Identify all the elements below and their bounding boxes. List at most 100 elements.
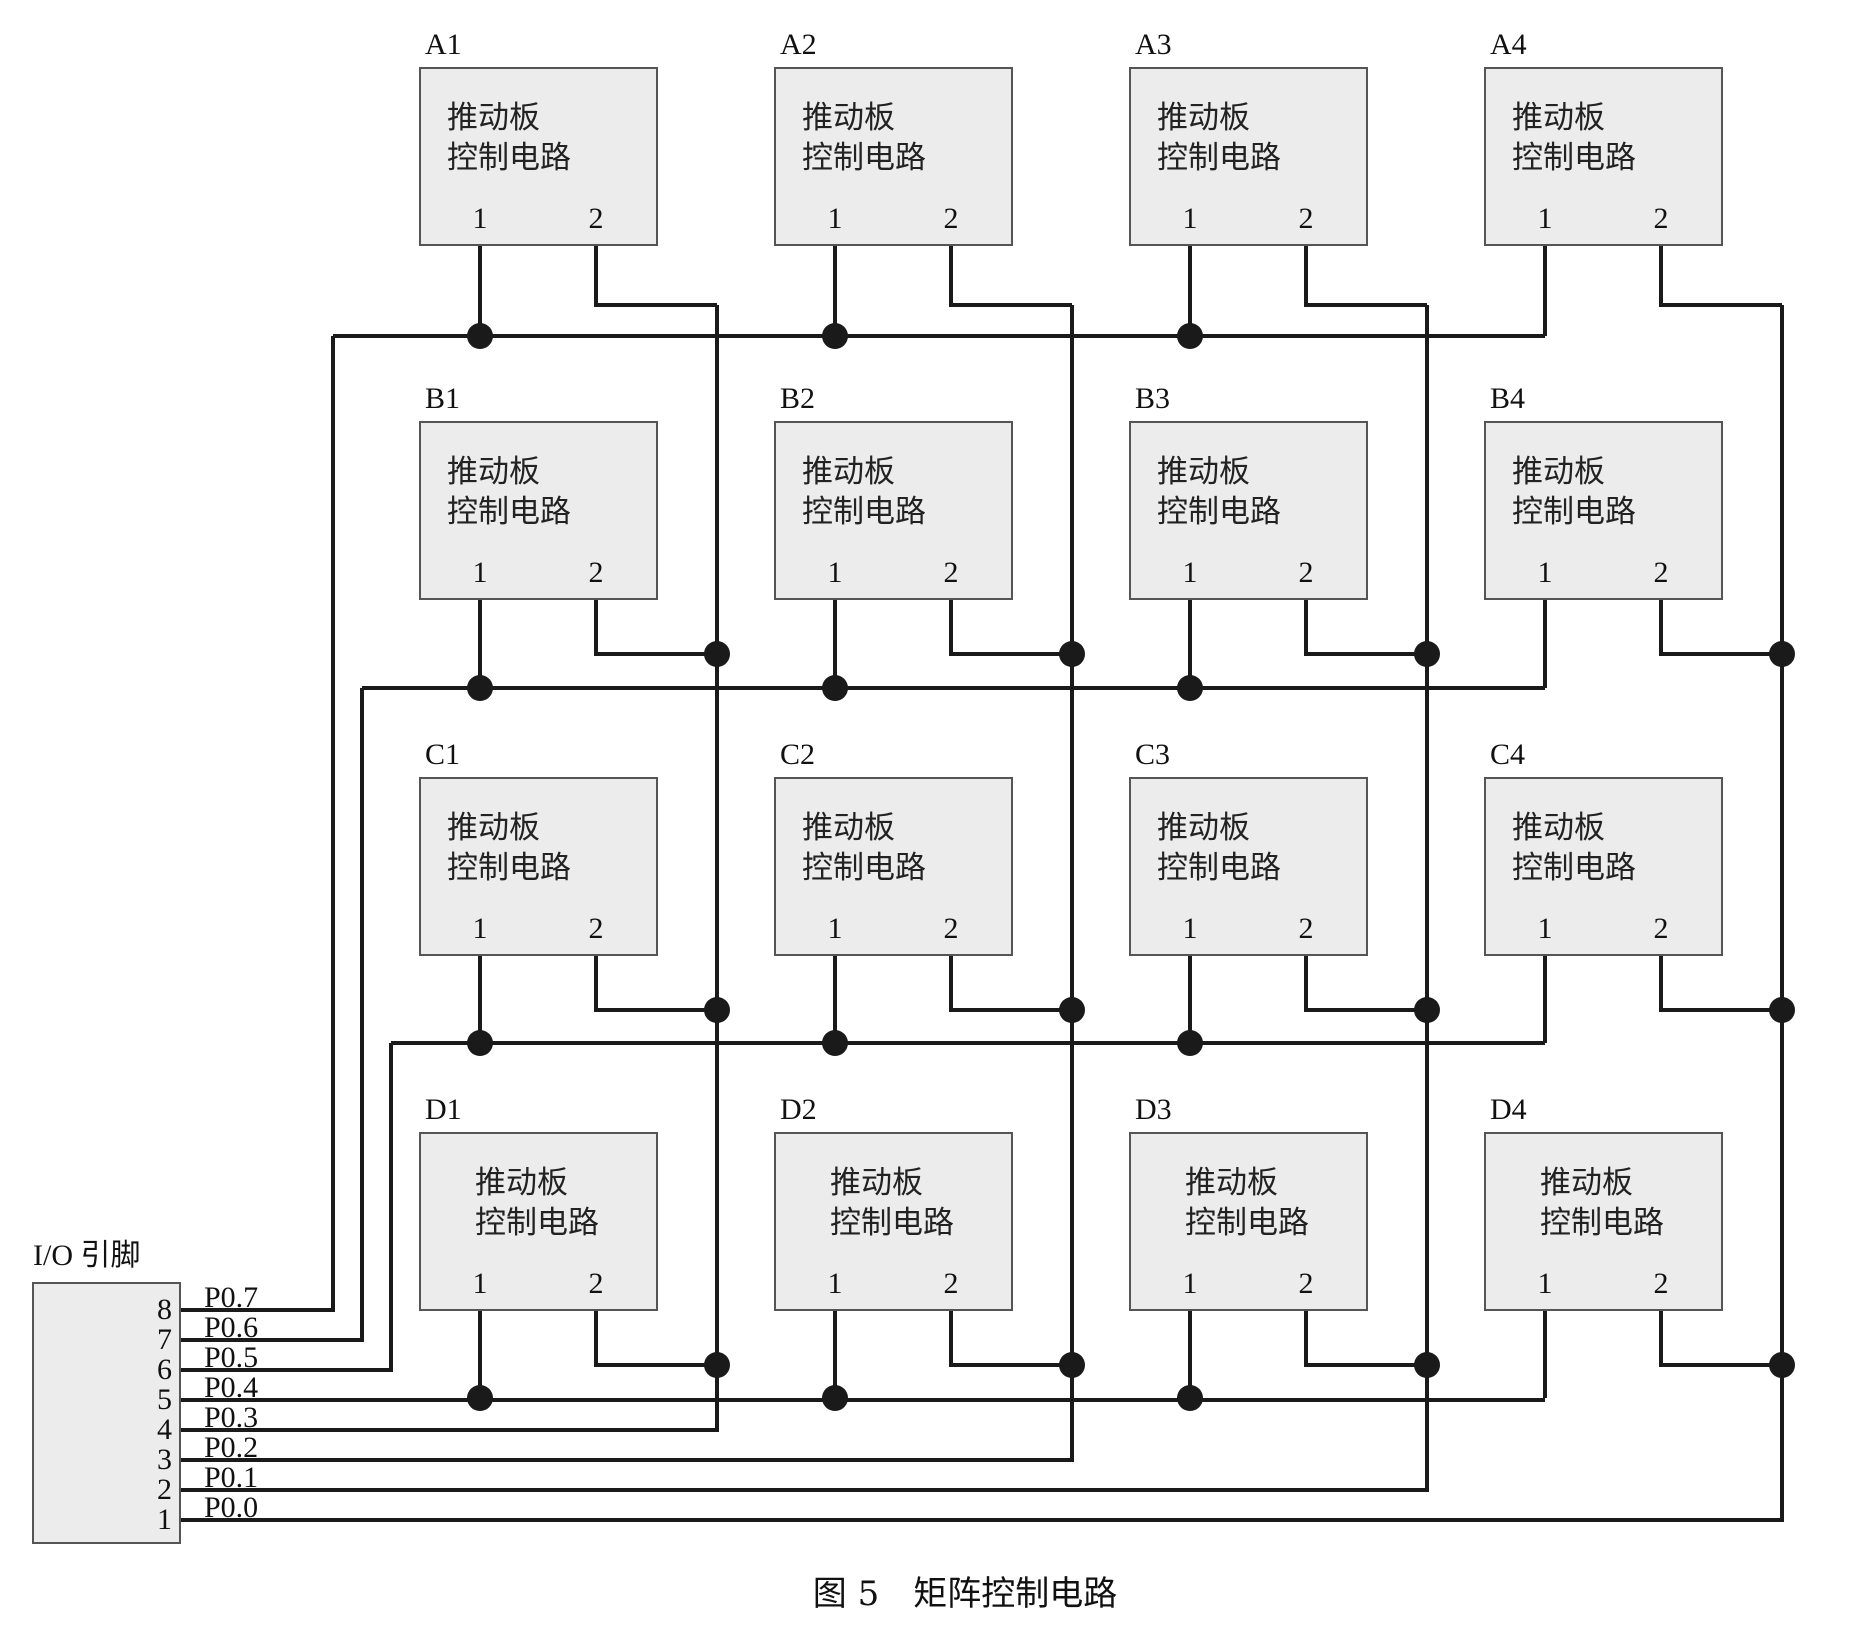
row-riser-3 xyxy=(180,1043,393,1372)
junction-dot xyxy=(1177,675,1203,701)
board-box xyxy=(1484,67,1723,246)
board-pin2-label: 2 xyxy=(1654,556,1669,589)
board-title-line2: 控制电路 xyxy=(1157,494,1281,530)
board-id-label: D4 xyxy=(1490,1093,1527,1126)
io-pin-port-label: P0.5 xyxy=(204,1341,258,1374)
junction-dot xyxy=(1414,997,1440,1023)
junction-dot xyxy=(1769,641,1795,667)
board-pin1-label: 1 xyxy=(828,556,843,589)
board-pin2-label: 2 xyxy=(1654,202,1669,235)
board-pin1-label: 1 xyxy=(1183,556,1198,589)
board-box xyxy=(419,421,658,600)
board-box xyxy=(1484,421,1723,600)
io-connector-box xyxy=(32,1282,181,1544)
board-box xyxy=(419,67,658,246)
board-id-label: D2 xyxy=(780,1093,817,1126)
board-pin2-label: 2 xyxy=(944,1267,959,1300)
board-id-label: C2 xyxy=(780,738,815,771)
board-id-label: C1 xyxy=(425,738,460,771)
board-title-line1: 推动板 xyxy=(1185,1165,1278,1201)
junction-dot xyxy=(1059,1352,1085,1378)
junction-dot xyxy=(822,1030,848,1056)
board-box xyxy=(774,67,1013,246)
board-id-label: B4 xyxy=(1490,382,1525,415)
junction-dot xyxy=(467,1385,493,1411)
io-pin-number: 4 xyxy=(157,1413,172,1446)
board-pin2-label: 2 xyxy=(1299,912,1314,945)
board-id-label: B2 xyxy=(780,382,815,415)
junction-dot xyxy=(467,1030,493,1056)
io-pin-number: 2 xyxy=(157,1473,172,1506)
board-title-line2: 控制电路 xyxy=(802,494,926,530)
pin2-lead xyxy=(949,599,1072,656)
board-pin1-label: 1 xyxy=(1183,202,1198,235)
board-title-line2: 控制电路 xyxy=(447,140,571,176)
io-pin-port-label: P0.7 xyxy=(204,1281,258,1314)
junction-dot xyxy=(822,1385,848,1411)
board-title-line2: 控制电路 xyxy=(830,1205,954,1241)
figure-caption: 图 5 矩阵控制电路 xyxy=(813,1574,1117,1614)
board-pin1-label: 1 xyxy=(1538,202,1553,235)
board-box xyxy=(1129,1132,1368,1311)
pin2-lead xyxy=(594,599,717,656)
pin2-lead xyxy=(1304,955,1427,1012)
board-pin1-label: 1 xyxy=(1538,556,1553,589)
junction-dot xyxy=(467,323,493,349)
board-title-line1: 推动板 xyxy=(802,100,895,136)
io-pin-port-label: P0.4 xyxy=(204,1371,258,1404)
pin2-lead xyxy=(594,955,717,1012)
pin2-lead xyxy=(949,245,1072,307)
junction-dot xyxy=(1177,1030,1203,1056)
board-pin1-label: 1 xyxy=(1538,912,1553,945)
board-id-label: B1 xyxy=(425,382,460,415)
board-pin1-label: 1 xyxy=(473,1267,488,1300)
board-title-line1: 推动板 xyxy=(1512,454,1605,490)
pin2-lead xyxy=(949,955,1072,1012)
junction-dot xyxy=(1769,1352,1795,1378)
board-pin1-label: 1 xyxy=(1183,912,1198,945)
junction-dot xyxy=(1769,997,1795,1023)
board-title-line1: 推动板 xyxy=(1157,454,1250,490)
board-box xyxy=(1484,1132,1723,1311)
board-box xyxy=(774,1132,1013,1311)
board-pin2-label: 2 xyxy=(589,202,604,235)
io-pin-port-label: P0.6 xyxy=(204,1311,258,1344)
column-bus-4 xyxy=(180,305,1784,1522)
junction-dot xyxy=(704,997,730,1023)
board-pin2-label: 2 xyxy=(1299,202,1314,235)
io-pin-number: 8 xyxy=(157,1293,172,1326)
board-title-line1: 推动板 xyxy=(1157,810,1250,846)
board-id-label: A3 xyxy=(1135,28,1172,61)
board-title-line1: 推动板 xyxy=(1540,1165,1633,1201)
io-pin-number: 5 xyxy=(157,1383,172,1416)
io-pin-number: 1 xyxy=(157,1503,172,1536)
junction-dot xyxy=(1177,323,1203,349)
board-title-line2: 控制电路 xyxy=(1157,850,1281,886)
board-id-label: A1 xyxy=(425,28,462,61)
io-connector-title: I/O 引脚 xyxy=(33,1239,141,1272)
io-pin-port-label: P0.1 xyxy=(204,1461,258,1494)
board-title-line2: 控制电路 xyxy=(802,140,926,176)
board-title-line1: 推动板 xyxy=(830,1165,923,1201)
pin2-lead xyxy=(594,1310,717,1367)
board-title-line2: 控制电路 xyxy=(802,850,926,886)
board-pin1-label: 1 xyxy=(828,912,843,945)
junction-layer xyxy=(467,323,1795,1411)
board-title-line2: 控制电路 xyxy=(1540,1205,1664,1241)
board-id-label: D3 xyxy=(1135,1093,1172,1126)
board-pin1-label: 1 xyxy=(1183,1267,1198,1300)
